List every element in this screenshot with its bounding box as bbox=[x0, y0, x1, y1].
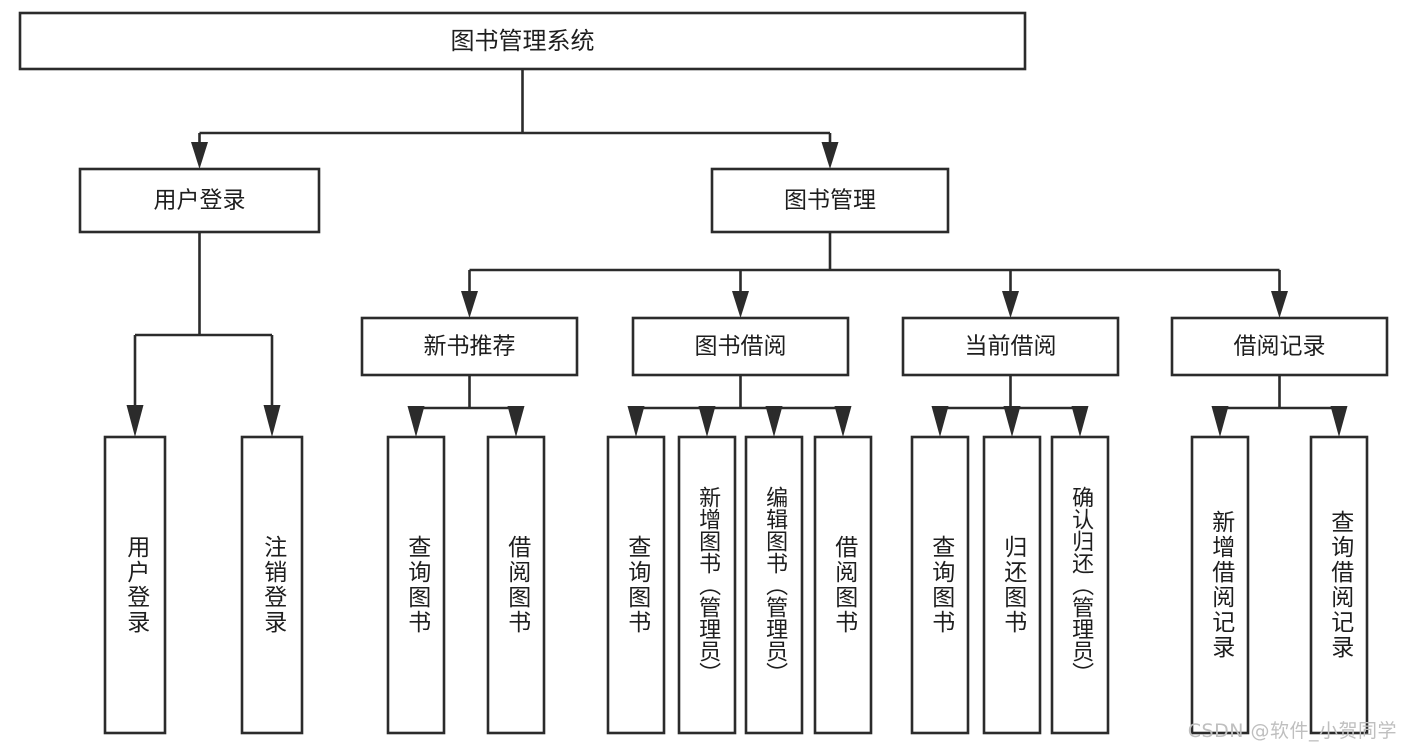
arrow-to-current-borrow bbox=[1002, 291, 1019, 318]
node-new-book-recommend[interactable] bbox=[360, 316, 579, 377]
node-user-login-label: 用户登录 bbox=[154, 188, 246, 214]
arrow-to-current-return-book bbox=[1003, 406, 1021, 437]
arrow-to-borrow-add-book bbox=[698, 406, 716, 437]
arrow-to-user-login bbox=[191, 142, 208, 169]
arrow-to-recommend-borrow-book bbox=[507, 406, 525, 437]
node-layer: 图书管理系统 用户登录 图书管理 新书推荐 图书借阅 当前借阅 借阅记录 bbox=[18, 11, 1389, 735]
arrow-to-book-borrow bbox=[732, 291, 749, 318]
node-borrow-add-book[interactable] bbox=[677, 435, 737, 735]
node-book-manage-label: 图书管理 bbox=[784, 188, 876, 214]
node-borrow-edit-book[interactable] bbox=[744, 435, 804, 735]
node-borrow-query-book[interactable] bbox=[606, 435, 666, 735]
arrow-to-record-add bbox=[1211, 406, 1229, 437]
arrow-to-recommend-query-book bbox=[407, 406, 425, 437]
node-user-login-login[interactable] bbox=[103, 435, 167, 735]
node-root[interactable] bbox=[18, 11, 1027, 71]
node-new-book-recommend-label: 新书推荐 bbox=[424, 334, 516, 360]
arrow-to-current-confirm-return bbox=[1071, 406, 1089, 437]
node-book-borrow-label: 图书借阅 bbox=[695, 334, 787, 360]
node-borrow-borrow-book[interactable] bbox=[813, 435, 873, 735]
arrow-to-current-query-book bbox=[931, 406, 949, 437]
node-book-manage[interactable] bbox=[710, 167, 950, 234]
node-user-login-logout[interactable] bbox=[240, 435, 304, 735]
node-current-query-book[interactable] bbox=[910, 435, 970, 735]
arrow-to-borrow-edit-book bbox=[765, 406, 783, 437]
node-book-borrow[interactable] bbox=[631, 316, 850, 377]
node-current-borrow-label: 当前借阅 bbox=[965, 334, 1057, 360]
node-current-return-book[interactable] bbox=[982, 435, 1042, 735]
node-current-borrow[interactable] bbox=[901, 316, 1120, 377]
arrow-to-borrow-record bbox=[1271, 291, 1288, 318]
node-root-label: 图书管理系统 bbox=[451, 27, 595, 55]
arrow-to-user-login-login bbox=[126, 405, 144, 437]
arrow-to-new-book-recommend bbox=[461, 291, 478, 318]
arrow-to-record-query bbox=[1330, 406, 1348, 437]
node-current-confirm-return[interactable] bbox=[1050, 435, 1110, 735]
node-recommend-borrow-book[interactable] bbox=[486, 435, 546, 735]
node-record-query[interactable] bbox=[1309, 435, 1369, 735]
node-borrow-record[interactable] bbox=[1170, 316, 1389, 377]
csdn-watermark: CSDN @软件_小贺同学 bbox=[1187, 720, 1397, 742]
arrow-to-user-login-logout bbox=[263, 405, 281, 437]
node-user-login[interactable] bbox=[78, 167, 321, 234]
node-record-add[interactable] bbox=[1190, 435, 1250, 735]
arrow-to-borrow-borrow-book bbox=[834, 406, 852, 437]
connector-layer bbox=[126, 69, 1348, 437]
node-recommend-query-book[interactable] bbox=[386, 435, 446, 735]
arrow-to-book-manage bbox=[821, 142, 839, 169]
arrow-to-borrow-query-book bbox=[627, 406, 645, 437]
node-borrow-record-label: 借阅记录 bbox=[1234, 334, 1326, 360]
